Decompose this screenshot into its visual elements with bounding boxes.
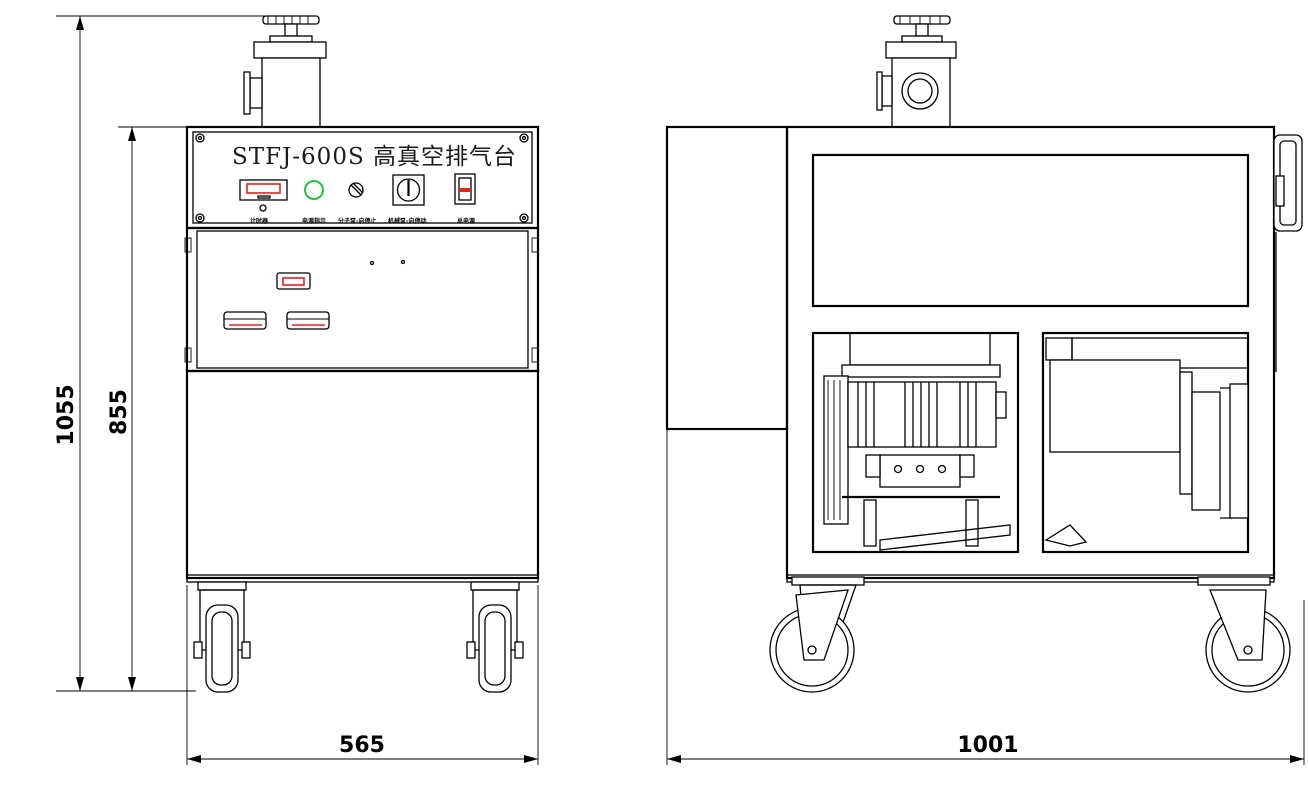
control-panel: STFJ-600S 高真空排气台 — [185, 125, 540, 230]
molecular-pump-switch — [348, 182, 364, 198]
side-left-extension — [665, 125, 789, 431]
dimension-1001-label: 1001 — [957, 733, 1018, 758]
dimension-1055-label: 1055 — [54, 384, 79, 445]
dimension-855: 855 — [107, 126, 190, 691]
top-valve — [243, 15, 327, 128]
front-middle-section — [184, 226, 540, 373]
label-main-power: 总电源 — [457, 217, 475, 225]
dimension-855-label: 855 — [107, 389, 132, 435]
side-top-valve — [876, 15, 957, 128]
mechanical-pump-knob — [392, 174, 425, 206]
side-right-caster — [1197, 576, 1291, 693]
front-left-caster — [193, 581, 251, 693]
panel-title: STFJ-600S 高真空排气台 — [232, 144, 517, 170]
panel-labels: 计时器 电源指示 分子泵-启停止 机械泵-启停动 总电源 — [250, 217, 475, 225]
mechanical-pump-compartment — [811, 331, 1020, 554]
side-handle — [1273, 134, 1303, 372]
side-view: 1001 — [665, 15, 1305, 765]
side-left-caster — [769, 576, 865, 693]
front-right-caster — [466, 581, 524, 693]
dimension-565-label: 565 — [339, 733, 385, 758]
label-mechanical-pump: 机械泵-启停动 — [388, 217, 427, 225]
timer-display — [239, 179, 288, 212]
label-timer: 计时器 — [250, 217, 269, 225]
dimension-565: 565 — [186, 585, 539, 765]
side-top-window — [811, 153, 1250, 308]
label-molecular-pump: 分子泵-启停止 — [338, 217, 377, 225]
power-indicator-light — [304, 180, 324, 200]
dimension-1001: 1001 — [666, 430, 1305, 765]
front-view: 1055 855 565 — [54, 15, 540, 765]
dimension-1055: 1055 — [54, 15, 265, 692]
molecular-pump-compartment — [1041, 331, 1250, 554]
vent-left — [223, 311, 267, 330]
main-power-breaker — [454, 173, 476, 205]
front-lower-cabinet — [185, 369, 540, 580]
vent-right — [286, 311, 330, 330]
label-power-indicator: 电源指示 — [302, 217, 326, 225]
side-main-body — [785, 125, 1276, 580]
